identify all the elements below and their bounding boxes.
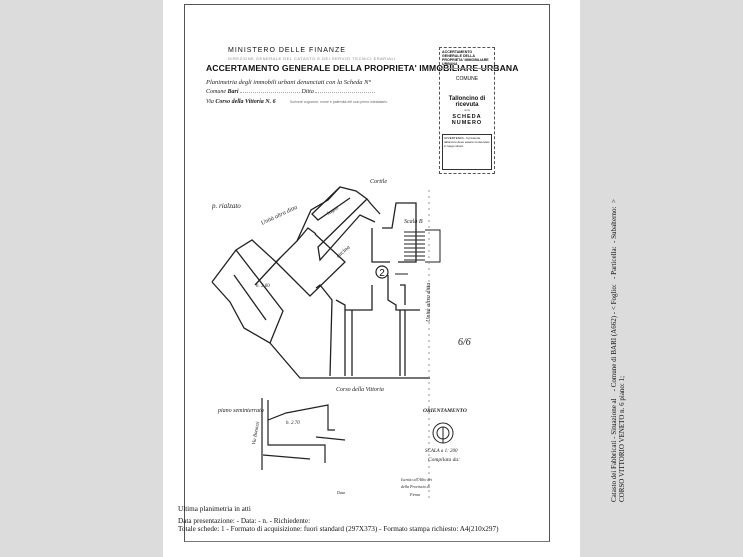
side-mark: 6/6 xyxy=(458,337,471,348)
basement-label: piano seminterrato xyxy=(217,408,264,414)
cadastral-side-text: Catasto dei Fabbricati - Situazione al -… xyxy=(610,199,626,502)
ditta-label: Ditta xyxy=(301,89,314,95)
orientation-label: ORIENTAMENTO xyxy=(423,408,467,414)
side-text-particella: - Particella: xyxy=(610,246,618,279)
cortile-label: Cortile xyxy=(370,179,387,185)
side-text-comune: - Comune di BARI (A662) - < Foglio: xyxy=(610,284,618,392)
ministry-heading: MINISTERO DELLE FINANZE xyxy=(228,47,346,54)
receipt-stamp: ACCERTAMENTO GENERALE DELLA PROPRIETA' I… xyxy=(439,47,495,174)
room-height-label: h. 3.60 xyxy=(256,284,270,289)
side-text-address: CORSO VITTORIO VENETO n. 6 piano: 1; xyxy=(618,375,626,502)
compiled-label: Compilata da: xyxy=(428,457,460,463)
planimetry-line: Planimetria degli immobili urbani denunc… xyxy=(206,79,372,86)
stamp-comune: COMUNE xyxy=(455,76,479,82)
cucina-label: cucina xyxy=(335,245,351,260)
side-street-label: Via Bonazzi xyxy=(252,421,261,446)
data-label: Data xyxy=(336,490,345,495)
comune-value: Bari xyxy=(227,89,239,95)
street-label: Corso della Vittoria xyxy=(336,387,384,393)
stamp-scheda: SCHEDA NUMERO xyxy=(451,114,483,126)
iscritto-label: Iscritto all'Albo dei xyxy=(400,477,432,482)
side-text-subalterno: - Subalterno: xyxy=(610,206,618,243)
via-label: Via xyxy=(206,99,214,105)
provincia-label: della Provincia di xyxy=(401,484,430,489)
basement-plan xyxy=(261,398,346,470)
side-text-close: > xyxy=(610,199,618,204)
footer-line-2: Totale schede: 1 - Formato di acquisizio… xyxy=(178,525,499,533)
altra-ditta-label-2: Unità altra ditta xyxy=(426,283,432,322)
stamp-title: ACCERTAMENTO GENERALE DELLA PROPRIETA' I… xyxy=(440,48,494,69)
header-note: Scrivere cognome, nome e paternità del s… xyxy=(290,100,388,104)
side-text-situation: Catasto dei Fabbricati - Situazione al xyxy=(610,398,618,502)
last-plan-note: Ultima planimetria in atti xyxy=(178,505,251,513)
unit-marker-circle xyxy=(375,265,389,279)
footer-line-1: Data presentazione: - Data: - n. - Richi… xyxy=(178,517,311,525)
plan-walls xyxy=(211,186,430,379)
document-title: ACCERTAMENTO GENERALE DELLA PROPRIETA' I… xyxy=(206,63,519,73)
firma-label: Firma xyxy=(409,492,420,497)
scala-label: Scala B xyxy=(404,219,423,225)
comune-line: Comune Bari Ditta xyxy=(206,89,376,95)
unit-number: 2 xyxy=(379,268,385,279)
staircase xyxy=(404,229,441,263)
ministry-subheading: DIREZIONE GENERALE DEL CATASTO E DEI SER… xyxy=(228,56,396,61)
via-line: Via Corso della Vittoria N. 6 xyxy=(206,99,276,105)
stamp-receipt: Talloncino di ricevuta xyxy=(448,96,486,108)
page-frame xyxy=(184,4,550,542)
floor-label: p. rialzato xyxy=(211,202,241,210)
bagno-label: bagno xyxy=(327,206,341,217)
scale-label: SCALA a 1: 200 xyxy=(425,449,458,454)
stamp-warning: AVVERTENZA - Il presente talloncino deve… xyxy=(442,134,492,170)
basement-height: h. 2.70 xyxy=(286,421,300,426)
altra-ditta-label-1: Unità altra ditta xyxy=(260,205,298,227)
via-value: Corso della Vittoria N. 6 xyxy=(215,99,276,105)
stamp-della: della xyxy=(463,108,471,112)
comune-label: Comune xyxy=(206,89,226,95)
